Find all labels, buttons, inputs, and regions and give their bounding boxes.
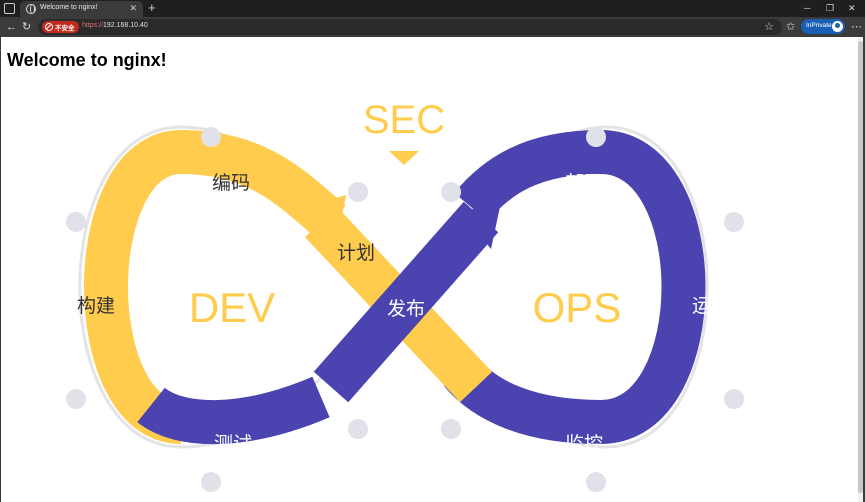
favorite-star-icon[interactable]: ☆ — [764, 21, 774, 33]
release-diagonal — [313, 201, 499, 403]
ops-arc-top — [454, 130, 602, 222]
node — [586, 472, 606, 492]
more-options-icon[interactable]: ⋯ — [851, 21, 862, 33]
tab-actions-icon[interactable] — [4, 3, 15, 14]
stage-operate-label: 运营 — [692, 295, 730, 317]
minimize-icon[interactable]: ─ — [804, 3, 811, 13]
stage-code-label: 编码 — [212, 172, 250, 194]
close-window-icon[interactable]: ✕ — [848, 3, 856, 13]
tab-title: Welcome to nginx! — [40, 4, 98, 11]
node — [724, 389, 744, 409]
release-arrow-tip — [461, 202, 501, 249]
node — [201, 472, 221, 492]
page-title: Welcome to nginx! — [7, 50, 167, 70]
avatar — [832, 21, 843, 32]
node — [66, 212, 86, 232]
url-scheme: https:// — [82, 22, 104, 29]
dev-arc-top — [180, 130, 346, 239]
node — [348, 182, 368, 202]
node — [201, 127, 221, 147]
test-arc — [137, 376, 330, 445]
inprivate-button[interactable]: InPrivate — [801, 19, 845, 34]
refresh-icon[interactable]: ↻ — [22, 21, 32, 33]
not-secure-badge[interactable]: 不安全 — [42, 21, 79, 33]
node — [441, 182, 461, 202]
new-tab-icon[interactable]: + — [148, 0, 156, 15]
ops-loop — [598, 130, 706, 444]
track-nodes — [66, 127, 744, 492]
stage-test-label: 测试 — [214, 433, 252, 455]
url-host: 192.168.10.40 — [103, 22, 148, 29]
url-text[interactable]: https://192.168.10.40 — [82, 22, 148, 29]
not-secure-label: 不安全 — [55, 25, 75, 32]
title-bar: Welcome to nginx! ✕ + ─ ❐ ✕ — [0, 0, 865, 17]
page-viewport: SEC DEV OPS 编码 构建 测试 计划 发布 部署 运营 监控 Welc… — [0, 37, 865, 502]
node — [66, 389, 86, 409]
node — [724, 212, 744, 232]
node — [586, 127, 606, 147]
tab-welcome[interactable]: Welcome to nginx! ✕ — [20, 1, 143, 17]
stage-release-label: 发布 — [387, 298, 425, 320]
globe-icon — [26, 4, 36, 14]
node — [441, 419, 461, 439]
back-icon[interactable]: ← — [6, 21, 17, 33]
dev-label: DEV — [189, 284, 275, 331]
devsecops-diagram: SEC DEV OPS 编码 构建 测试 计划 发布 部署 运营 监控 — [66, 98, 744, 492]
stage-build-label: 构建 — [77, 295, 115, 317]
stage-plan-label: 计划 — [337, 242, 375, 264]
favorites-icon[interactable]: ✩ — [786, 21, 796, 33]
browser-toolbar: ← ↻ 不安全 https://192.168.10.40 ☆ ✩ InPriv… — [0, 17, 865, 37]
sec-arrow — [389, 151, 419, 165]
stage-monitor-label: 监控 — [565, 433, 603, 455]
dev-loop — [84, 130, 184, 444]
ops-label: OPS — [533, 284, 622, 331]
scrollbar-track[interactable] — [858, 37, 863, 502]
scrollbar-thumb[interactable] — [858, 41, 863, 493]
tab-close-icon[interactable]: ✕ — [129, 3, 137, 13]
plan-arrow-tip — [306, 195, 346, 242]
not-secure-icon — [45, 23, 53, 31]
address-bar[interactable]: 不安全 https://192.168.10.40 ☆ — [38, 19, 782, 35]
stage-deploy-label: 部署 — [565, 172, 603, 194]
restore-icon[interactable]: ❐ — [826, 3, 835, 13]
inprivate-label: InPrivate — [806, 22, 832, 29]
node — [348, 419, 368, 439]
sec-label: SEC — [363, 98, 445, 142]
